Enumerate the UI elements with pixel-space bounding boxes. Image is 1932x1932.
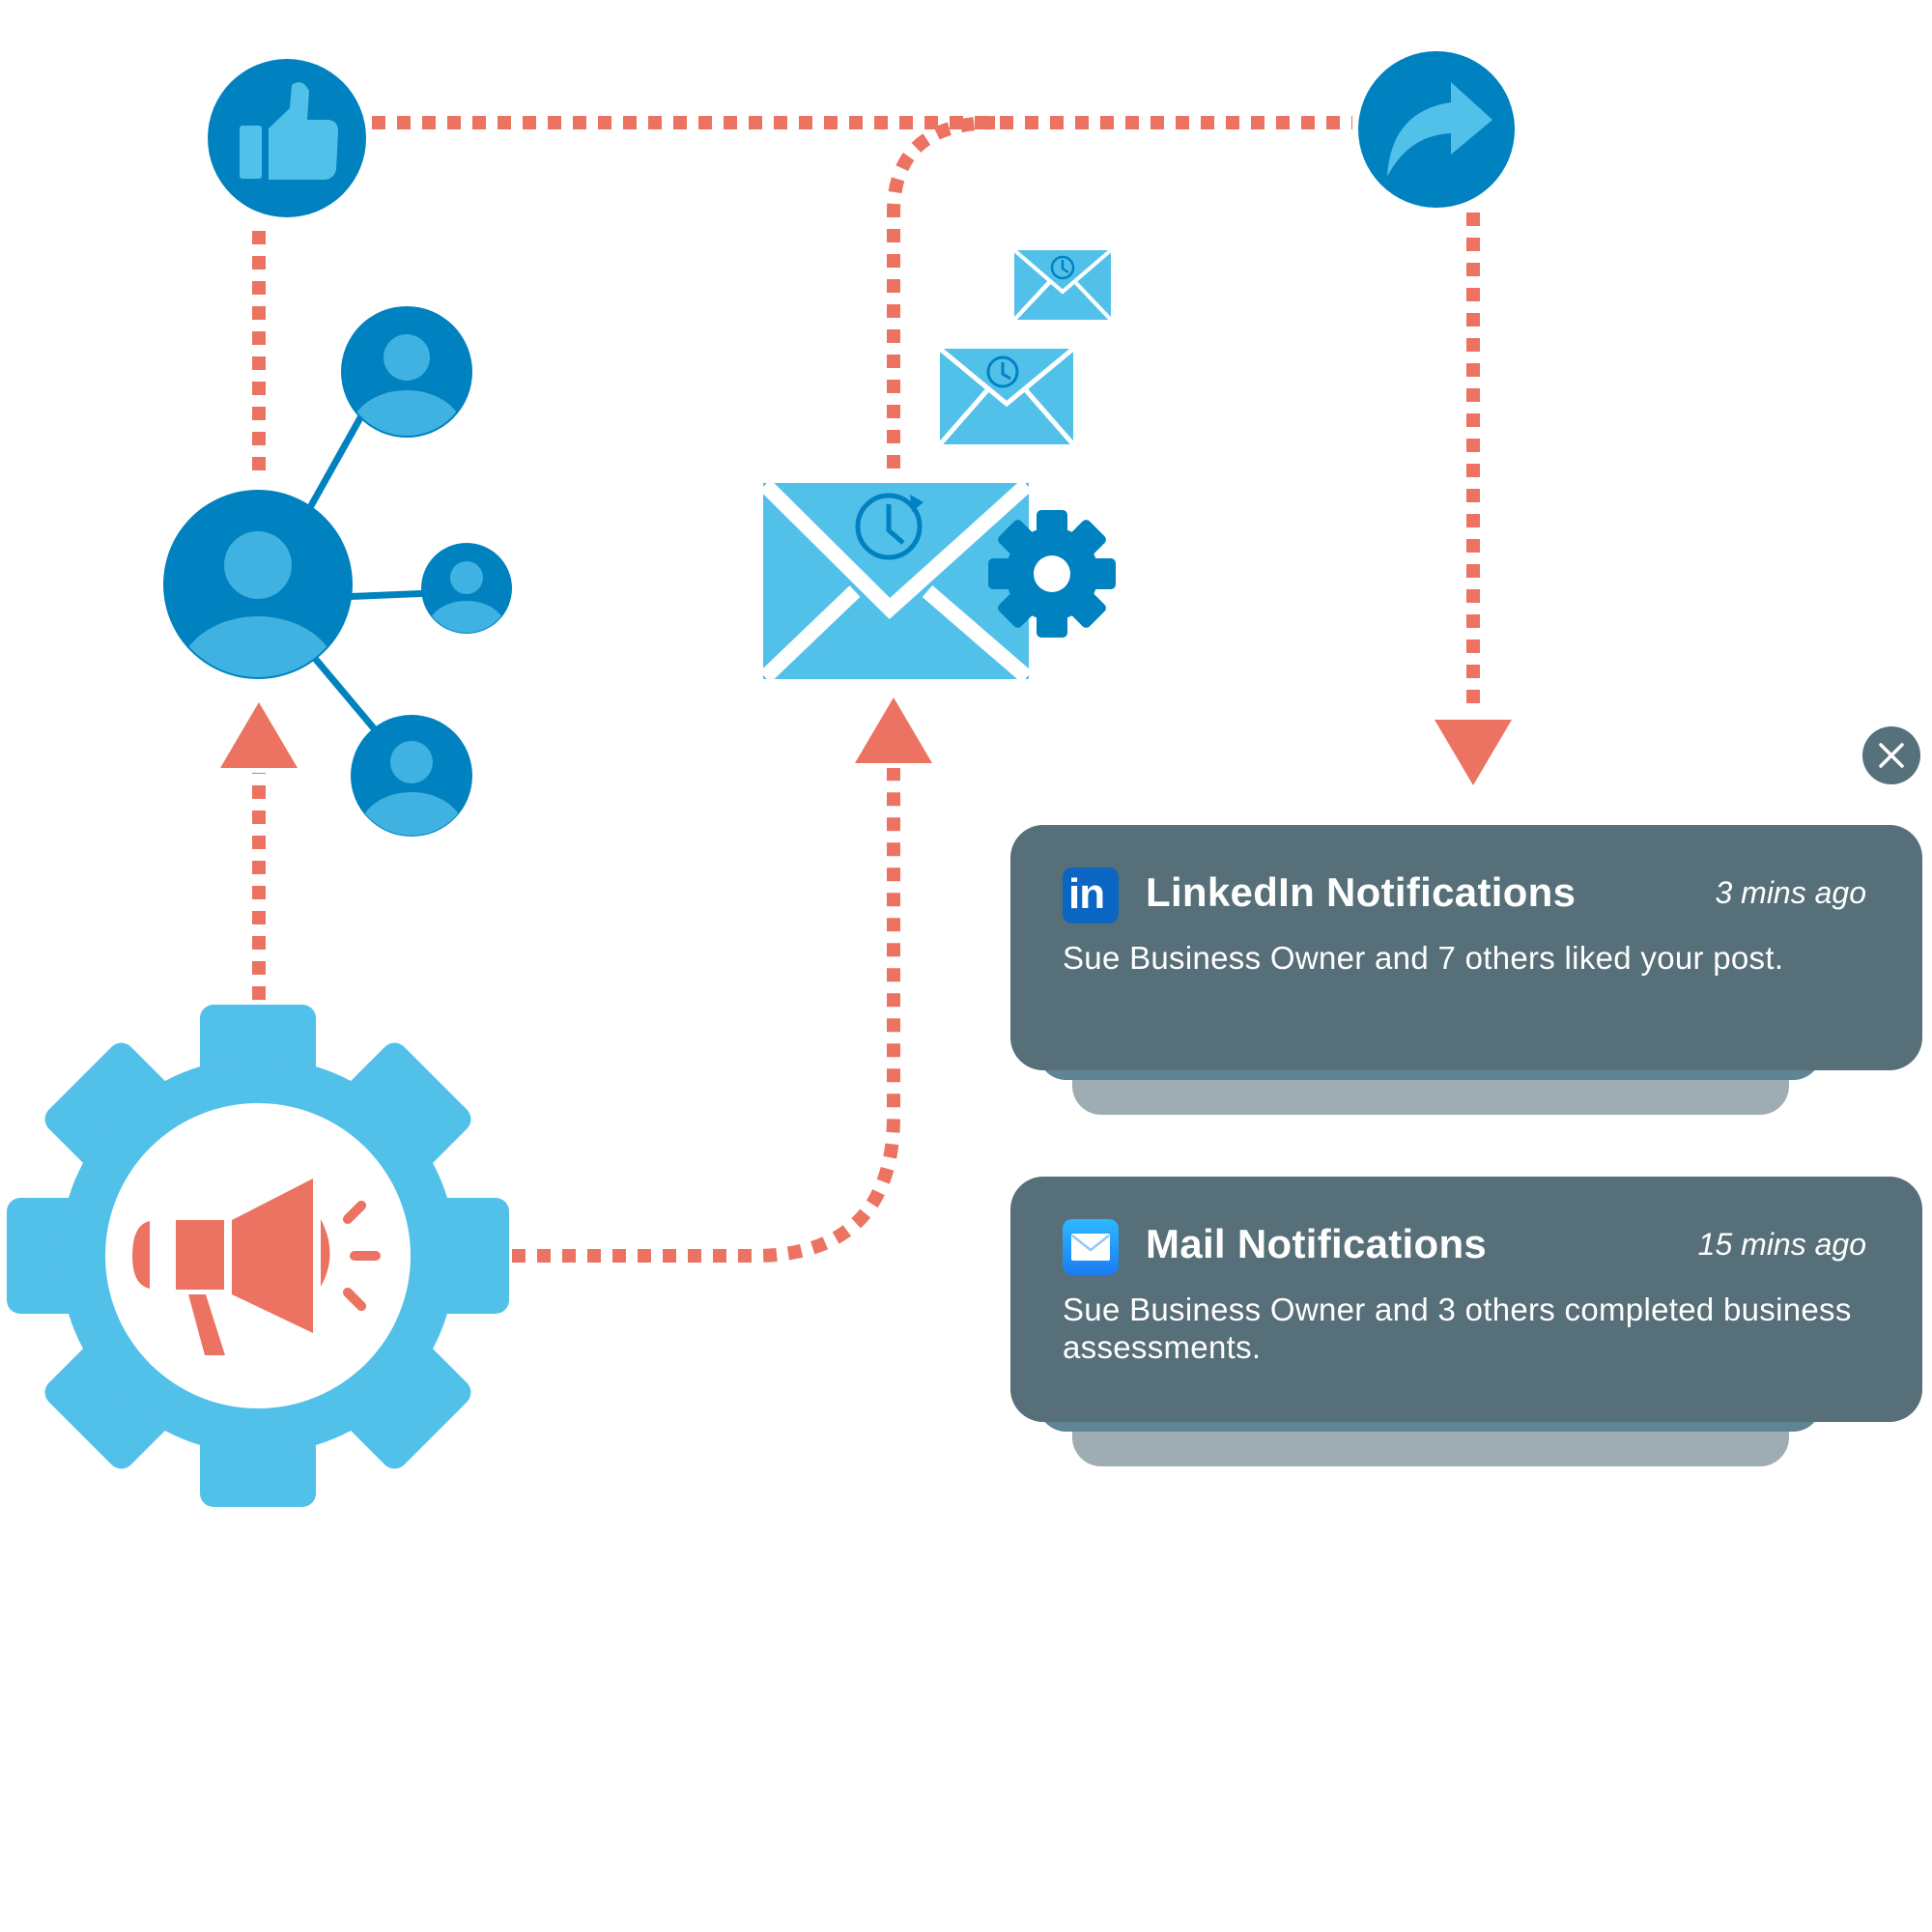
- megaphone-gear-icon: [7, 1005, 509, 1507]
- notification-message: Sue Business Owner and 3 others complete…: [1063, 1292, 1852, 1365]
- people-network-icon: [163, 306, 512, 837]
- share-arrow-icon: [1358, 51, 1515, 208]
- scheduled-email-medium-icon: [938, 347, 1075, 446]
- linkedin-notification-card[interactable]: in LinkedIn Notifications 3 mins ago Sue…: [1010, 825, 1922, 1070]
- thumbs-up-icon: [208, 59, 366, 217]
- arrowhead-up-hub: [220, 702, 298, 768]
- linkedin-notification-stack: in LinkedIn Notifications 3 mins ago Sue…: [1010, 825, 1922, 1134]
- close-icon: [1879, 743, 1904, 768]
- mail-notification-stack: Mail Notifications 15 mins ago Sue Busin…: [1010, 1177, 1922, 1486]
- mail-notification-card[interactable]: Mail Notifications 15 mins ago Sue Busin…: [1010, 1177, 1922, 1422]
- scheduled-email-icon: [759, 479, 1033, 684]
- notification-time: 3 mins ago: [1715, 875, 1866, 910]
- flow-connectors: [252, 116, 1480, 1263]
- connector-gear-to-email: [512, 768, 900, 1263]
- notification-title: LinkedIn Notifications: [1146, 869, 1577, 915]
- connector-email-to-top: [887, 116, 996, 469]
- envelope-icon: [1071, 1234, 1110, 1261]
- notification-message: Sue Business Owner and 7 others liked yo…: [1063, 940, 1784, 976]
- notification-title: Mail Notifications: [1146, 1221, 1488, 1266]
- mail-app-icon: [1063, 1219, 1119, 1275]
- settings-gear-icon: [988, 510, 1116, 638]
- scheduled-email-small-icon: [1012, 248, 1113, 322]
- arrowhead-up-email: [855, 697, 932, 763]
- notification-time: 15 mins ago: [1697, 1227, 1866, 1262]
- linkedin-icon: in: [1063, 867, 1119, 923]
- close-notifications-button[interactable]: [1862, 726, 1920, 784]
- arrowhead-down-notifications: [1435, 720, 1512, 785]
